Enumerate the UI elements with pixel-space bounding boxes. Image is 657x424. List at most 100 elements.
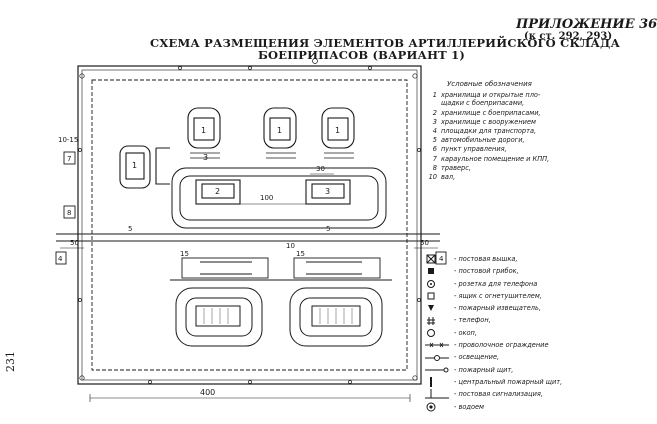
building-label: 3: [325, 187, 330, 196]
lower-platforms: [170, 257, 392, 281]
side-box-label: 4: [439, 255, 444, 263]
legend-symbol-text: - пожарный извещатель,: [454, 304, 541, 313]
side-box-label: 4: [58, 255, 63, 263]
legend-num: 4: [432, 127, 437, 136]
vertical-bar-icon: [430, 377, 432, 388]
side-box-label: 7: [67, 155, 71, 163]
legend-num: 6: [432, 145, 437, 154]
legend-num: 2: [432, 108, 437, 117]
alarm-line-icon: [425, 389, 449, 399]
legend-symbol-item: - постовой грибок,: [424, 265, 638, 277]
inner-fence: [91, 79, 408, 371]
legend-item: 4 площадки для транспорта,: [427, 127, 639, 135]
side-box-label: 8: [67, 209, 71, 217]
building-label: 1: [277, 126, 282, 135]
building-label: 1: [201, 126, 206, 135]
legend-text: хранилище с боеприпасами,: [441, 108, 541, 117]
legend-item: 6 пункт управления,: [427, 145, 639, 153]
legend-item: 5 автомобильные дороги,: [427, 136, 639, 144]
legend-symbol-text: - освещение,: [454, 353, 500, 362]
legend-num: 7: [432, 154, 437, 163]
fence-markers: [78, 58, 421, 384]
site-plan: 1 1 1 1 2 3 3 7 8 4 4 10-15 100 30 5 5 5…: [55, 58, 447, 402]
main-road: [56, 233, 440, 242]
legend-symbol-text: - постовая сигнализация,: [454, 390, 543, 399]
diagram-title-line2: БОЕПРИПАСОВ (ВАРИАНТ 1): [258, 48, 465, 62]
dimension-lines: [60, 173, 438, 402]
legend-symbol-text: - розетка для телефона: [454, 279, 538, 288]
hash-icon: [427, 316, 435, 325]
legend-text: площадки для транспорта,: [441, 127, 537, 136]
legend-symbol-text: - центральный пожарный щит,: [454, 377, 563, 386]
lower-storage-loops: [175, 287, 383, 347]
legend-text: автомобильные дороги,: [441, 136, 525, 145]
legend-symbol-item: - ящик с огнетушителем,: [424, 290, 638, 302]
lighting-line-icon: [425, 354, 449, 361]
dim-label: 30: [316, 165, 325, 173]
legend-symbol-text: - ящик с огнетушителем,: [454, 291, 542, 300]
dimension-labels: 10-15 100 30 5 5 50 50 10 15 15 400: [58, 136, 429, 397]
outer-fence-inner: [81, 69, 418, 381]
legend-symbol-text: - окоп,: [454, 328, 477, 337]
fence-line-icon: [425, 342, 449, 348]
hatch-fill: [203, 308, 353, 324]
legend-text: пункт управления,: [441, 145, 507, 154]
appendix-reference: (к ст. 292, 293): [524, 31, 613, 42]
dim-label: 10: [286, 242, 295, 250]
dim-label: 50: [70, 239, 79, 247]
legend-num: 8: [432, 163, 437, 172]
side-box-labels: 7 8 4 4: [58, 155, 444, 263]
legend-symbol-text: - водоем: [454, 402, 485, 411]
circled-dot-icon: [426, 402, 436, 412]
legend-item: 7 караульное помещение и КПП,: [427, 155, 639, 163]
dim-label: 15: [180, 250, 189, 258]
appendix-label: ПРИЛОЖЕНИЕ 36: [516, 17, 657, 32]
legend-symbol-text: - телефон,: [454, 316, 491, 325]
legend-symbol-text: - постовой грибок,: [454, 267, 519, 276]
legend-symbol-item: - пожарный щит,: [424, 364, 638, 376]
legend-num: 1: [432, 91, 437, 100]
diagram-title-line1: СХЕМА РАЗМЕЩЕНИЯ ЭЛЕМЕНТОВ АРТИЛЛЕРИЙСКО…: [150, 36, 621, 50]
legend-symbol-text: - постовая вышка,: [454, 255, 518, 263]
legend-symbol-item: - водоем: [424, 401, 638, 413]
legend: Условные обозначения 1 хранилища и открыт…: [427, 80, 639, 182]
dim-label: 400: [200, 388, 215, 397]
circle-dot-icon: [427, 279, 435, 288]
legend-num: 5: [432, 136, 437, 145]
traverse-marks: [190, 152, 354, 159]
storage-buildings-middle: [195, 179, 351, 205]
dim-label: 100: [260, 194, 273, 202]
legend-text: хранилище с вооружением: [441, 117, 536, 126]
legend-text: караульное помещение и КПП,: [441, 154, 550, 163]
legend-symbol-item: - пожарный извещатель,: [424, 302, 638, 314]
legend-symbol-item: - постовая вышка,: [424, 253, 638, 265]
symbol-legend: - постовая вышка, - постовой грибок, - р…: [424, 253, 638, 413]
legend-symbol-item: - постовая сигнализация,: [424, 388, 638, 400]
square-x-icon: [426, 254, 436, 264]
pointer-icon: [428, 305, 434, 312]
legend-title: Условные обозначения: [447, 80, 532, 88]
legend-symbol-item: - освещение,: [424, 351, 638, 363]
legend-text: вал,: [441, 173, 456, 182]
building-label: 1: [335, 126, 340, 135]
legend-symbol-item: - окоп,: [424, 327, 638, 339]
dim-label: 10-15: [58, 136, 78, 144]
dim-label: 5: [326, 225, 330, 233]
legend-item: 2 хранилище с боеприпасами,: [427, 109, 639, 117]
legend-num: 10: [428, 173, 437, 182]
legend-text: хранилища и открытые пло- щадки с боепри…: [441, 91, 541, 108]
legend-item: 1 хранилища и открытые пло- щадки с боепр…: [427, 91, 639, 107]
dim-label: 15: [296, 250, 305, 258]
building-label: 1: [132, 161, 137, 170]
road-loops: [171, 167, 387, 229]
side-boxes: [55, 151, 447, 265]
legend-symbol-text: - пожарный щит,: [454, 365, 514, 374]
storage-buildings-top: [187, 107, 355, 149]
building-number-labels: 1 1 1 1 2 3 3: [132, 126, 340, 196]
fire-board-icon: [425, 367, 449, 373]
building-label: 3: [203, 153, 208, 162]
left-storage-building: [119, 145, 170, 189]
dim-label: 5: [128, 225, 132, 233]
